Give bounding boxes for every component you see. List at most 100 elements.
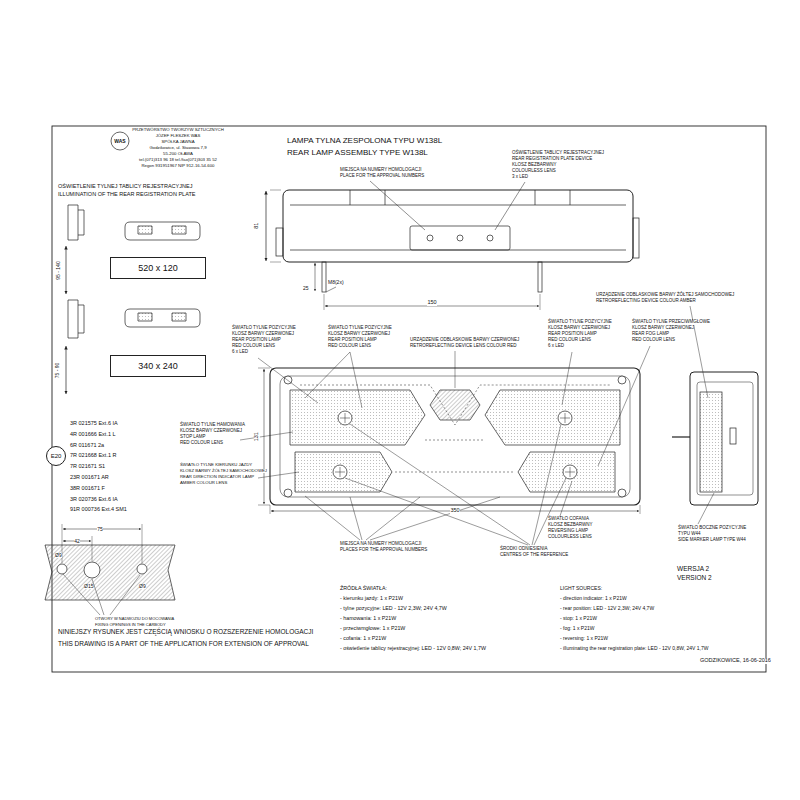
drawing-label: - przeciwmgłowe: 1 x P21W xyxy=(340,626,405,631)
node-text: 340 x 240 xyxy=(138,362,178,371)
front-view-part xyxy=(290,390,425,445)
front-view-part xyxy=(335,413,575,477)
drawing-label: - reversing: 1 x P21W xyxy=(560,636,608,641)
drawing-label: REAR FOG LAMP xyxy=(632,332,669,337)
drawing-label: REAR POSITION LAMP xyxy=(232,338,281,343)
drawing-label: REAR LAMP ASSEMBLY TYPE W138L xyxy=(287,149,428,157)
plate-illustration-part xyxy=(125,309,200,327)
drawing-label: TYPU W44 xyxy=(678,532,701,537)
drawing-label: 75 xyxy=(97,527,103,532)
fixing-holes-sketch-part xyxy=(45,545,175,600)
drawing-label: MIEJSCA NA NUMERY HOMOLOGACJI xyxy=(340,168,422,173)
drawing-label: - hamowania: 1 x P21W xyxy=(340,616,396,621)
node-text: E20 xyxy=(51,453,62,459)
drawing-label: 131 xyxy=(254,432,260,441)
drawing-label: 38R 001671 F xyxy=(70,486,105,492)
top-view-part xyxy=(457,235,463,241)
drawing-label: REAR DIRECTION INDICATOR LAMP xyxy=(180,475,254,479)
drawing-label: 7R 021671 S1 xyxy=(70,464,105,470)
leader-lines-part xyxy=(240,306,708,478)
drawing-label: WERSJA 2 xyxy=(677,566,709,573)
leader-lines-part xyxy=(345,424,566,545)
drawing-label: ŚWIATŁO TYLNE POZYCYJNE xyxy=(232,326,296,331)
drawing-label: 350 xyxy=(450,508,459,514)
front-view-part xyxy=(280,376,630,497)
drawing-label: REAR POSITION LAMP xyxy=(328,338,377,343)
drawing-label: 42 xyxy=(74,539,80,544)
drawing-label: 6 x LED xyxy=(232,350,248,355)
drawing-label: KLOSZ BEZBARWNY xyxy=(548,523,592,528)
front-view-part xyxy=(284,376,626,497)
drawing-label: 6 x LED xyxy=(548,344,564,349)
drawing-label: ILLUMINATION OF THE REAR REGISTRATION PL… xyxy=(58,192,195,198)
top-view-part xyxy=(315,263,316,291)
drawing-label: 81 xyxy=(254,223,260,229)
drawing-label: Ø15 xyxy=(84,584,93,589)
top-view-part xyxy=(633,218,639,258)
approval-circle: E20 xyxy=(46,446,66,466)
drawing-label: 3R 020736 Ext.6 IA xyxy=(70,497,118,503)
drawing-label: - rear position: LED - 12V 2,3W; 24V 4,7… xyxy=(560,606,654,611)
drawing-label: 3 x LED xyxy=(512,175,528,180)
drawing-label: STOP LAMP xyxy=(180,435,206,440)
drawing-label: - direction indicator: 1 x P21W xyxy=(560,596,627,601)
drawing-label: RED COLOUR LENS xyxy=(180,441,223,446)
drawing-label: ŚWIATŁO TYLNE POZYCYJNE xyxy=(548,320,612,325)
fixing-holes-sketch-part-part xyxy=(57,564,67,574)
fixing-holes-sketch xyxy=(45,524,175,600)
drawing-label: KLOSZ BARWY CZERWONEJ xyxy=(180,429,242,434)
drawing-label: COLOURLESS LENS xyxy=(548,535,592,540)
drawing-label: SIDE MARKER LAMP TYPE W44 xyxy=(678,538,746,543)
plate-illustration-part xyxy=(138,226,186,234)
fixing-holes-sketch-part xyxy=(62,524,142,563)
drawing-label: RETROREFLECTING DEVICE LENS COLOUR RED xyxy=(410,344,517,349)
drawing-label: SPÓŁKA JAWNA xyxy=(161,140,194,144)
drawing-label: MIEJSCA NA NUMERY HOMOLOGACJI xyxy=(340,542,422,547)
front-view-part xyxy=(270,368,640,505)
drawing-label: ŚWIATŁO TYLNE HAMOWANIA xyxy=(180,423,245,428)
sheet-frame-part xyxy=(111,132,129,150)
drawing-label: LIGHT SOURCES: xyxy=(560,586,602,591)
drawing-label: 150 xyxy=(427,300,436,306)
drawing-label: ŚWIATŁO TYLNE POZYCYJNE xyxy=(328,326,392,331)
drawing-label: 55-200 OŁAWA xyxy=(163,152,193,156)
top-view-part xyxy=(326,181,525,292)
drawing-label: NINIEJSZY RYSUNEK JEST CZĘŚCIĄ WNIOSKU O… xyxy=(58,629,313,636)
node-text: 520 x 120 xyxy=(138,264,178,273)
drawing-label: REAR REGISTRATION PLATE DEVICE xyxy=(512,157,592,162)
top-view xyxy=(266,181,639,310)
top-view-part xyxy=(270,190,281,262)
drawing-label: KLOSZ BARWY ŻÓŁTEJ SAMOCHODOWEJ xyxy=(180,469,267,473)
drawing-label: - tylne pozycyjne: LED - 12V 2,3W; 24V 4… xyxy=(340,606,447,611)
drawing-label: OŚWIETLENIE TYLNEJ TABLICY REJESTRACYJNE… xyxy=(58,184,192,190)
drawing-label: RED COLOUR LENS xyxy=(632,338,675,343)
top-view-part xyxy=(322,262,326,292)
drawing-label: Ø9 xyxy=(139,584,146,589)
drawing-label: 7R 021668 Ext.1 R xyxy=(70,453,116,459)
drawing-label: 3R 021575 Ext.6 IA xyxy=(70,421,118,427)
drawing-label: PRZETWÓRSTWO TWORZYW SZTUCZNYCH xyxy=(132,128,224,132)
drawing-label: - kierunku jazdy: 1 x P21W xyxy=(340,596,403,601)
top-view-part xyxy=(290,190,626,250)
drawing-label: URZĄDZENIE ODBLASKOWE BARWY ŻÓŁTEJ SAMOC… xyxy=(596,293,734,298)
drawing-label: ŚWIATŁO COFANIA xyxy=(548,517,589,522)
drawing-label: 6R 011671 2a xyxy=(70,443,104,449)
drawing-label: - illuminating the rear registration pla… xyxy=(560,646,708,651)
fixing-holes-sketch-part-part xyxy=(137,564,147,574)
plate-size-box: 520 x 120 xyxy=(110,257,206,279)
top-view-part xyxy=(324,294,540,310)
drawing-label: FIXING OPENINGS IN THE CARBODY xyxy=(95,623,166,627)
drawing-label: OTWORY W NADWOZIU DO MOCOWANIA xyxy=(95,617,174,621)
drawing-label: ŹRÓDŁA ŚWIATŁA: xyxy=(340,586,387,591)
drawing-title: LAMPA TYLNA ZESPOLONA TYPU W138L xyxy=(287,137,442,145)
drawing-label: 23R 001671 AR xyxy=(70,475,109,481)
drawing-label: REVERSING LAMP xyxy=(548,529,588,534)
drawing-label: VERSION 2 xyxy=(677,575,712,582)
drawing-label: M8(2x) xyxy=(328,280,344,285)
drawing-label: WAS xyxy=(114,139,125,144)
drawing-label: PLACES FOR THE APPROVAL NUMBERS xyxy=(340,548,427,553)
drawing-label: - stop: 1 x P21W xyxy=(560,616,597,621)
drawing-label: ŚWIATŁO BOCZNE POZYCYJNE xyxy=(678,526,746,531)
front-view-part-part xyxy=(284,489,292,497)
